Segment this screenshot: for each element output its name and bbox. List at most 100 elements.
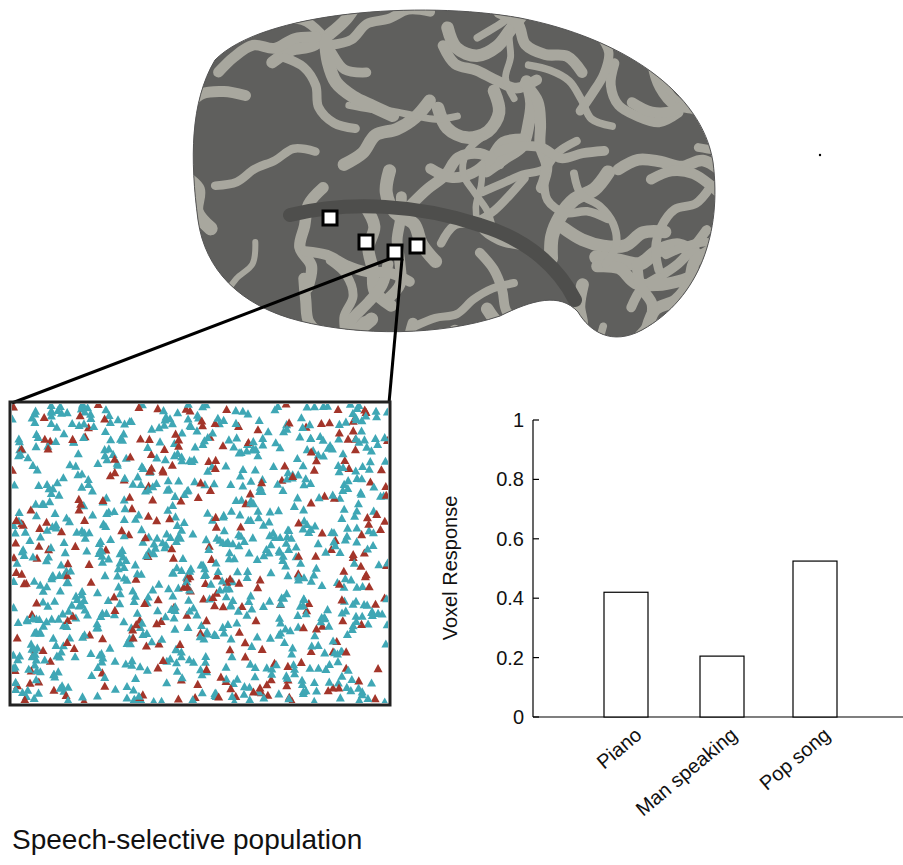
tick-label: 0.2: [496, 648, 524, 668]
neuron-teal: [302, 609, 311, 617]
neuron-teal: [329, 537, 338, 545]
neuron-teal: [381, 457, 388, 465]
neuron-teal: [226, 480, 235, 488]
neuron-teal: [266, 634, 275, 642]
neuron-teal: [210, 479, 219, 487]
neuron-teal: [380, 433, 388, 441]
neuron-teal: [234, 607, 243, 615]
neuron-teal: [55, 491, 64, 499]
neuron-red: [312, 456, 321, 464]
voxel-marker: [410, 239, 424, 253]
neuron-teal: [187, 422, 196, 430]
neuron-teal: [110, 507, 119, 515]
sulcus-pattern: [712, 305, 816, 324]
neuron-teal: [201, 570, 210, 578]
neuron-teal: [166, 533, 175, 541]
neuron-red: [152, 619, 161, 627]
neuron-teal: [173, 408, 182, 416]
sulcus-pattern: [208, 242, 256, 338]
neuron-teal: [357, 427, 366, 435]
neuron-red: [211, 456, 220, 464]
inflated-cortex: [127, 0, 815, 422]
neuron-red: [171, 430, 180, 438]
neuron-teal: [84, 475, 93, 483]
panel-caption: Speech-selective population: [12, 826, 362, 854]
neuron-red: [307, 498, 316, 506]
neuron-teal: [351, 434, 360, 442]
sulcus-pattern: [325, 40, 392, 115]
tick-label: 1: [513, 410, 524, 430]
neuron-teal: [382, 594, 388, 602]
neuron-teal: [206, 580, 215, 588]
neuron-teal: [32, 628, 41, 636]
neuron-teal: [57, 561, 66, 569]
neuron-teal: [32, 675, 41, 683]
sulcus-pattern: [218, 37, 316, 72]
neuron-teal: [202, 627, 211, 635]
neuron-teal: [294, 575, 303, 583]
neuron-teal: [230, 697, 239, 703]
neuron-red: [160, 445, 169, 453]
neuron-teal: [133, 569, 142, 577]
neuron-teal: [248, 533, 257, 541]
neuron-teal: [213, 414, 222, 422]
neuron-red: [183, 582, 192, 590]
neuron-teal: [228, 692, 237, 700]
neuron-teal: [298, 676, 307, 684]
sulcus-pattern: [655, 18, 694, 108]
neuron-red: [12, 538, 20, 546]
neuron-teal: [275, 614, 284, 622]
neuron-teal: [357, 474, 366, 482]
neuron-teal: [166, 414, 175, 422]
neuron-teal: [283, 526, 292, 534]
neuron-teal: [219, 513, 228, 521]
neuron-teal: [168, 591, 177, 599]
neuron-teal: [274, 689, 283, 697]
neuron-teal: [128, 480, 137, 488]
neuron-teal: [170, 613, 179, 621]
neuron-teal: [229, 442, 238, 450]
neuron-teal: [265, 517, 274, 525]
neuron-teal: [101, 571, 110, 579]
neuron-teal: [83, 611, 92, 619]
neuron-red: [194, 493, 203, 501]
neuron-teal: [276, 533, 285, 541]
neuron-red: [196, 478, 205, 486]
neuron-red: [17, 444, 26, 452]
y-tick: [533, 657, 539, 658]
neuron-teal: [142, 551, 151, 559]
neuron-red: [110, 468, 119, 476]
neuron-teal: [336, 693, 345, 701]
neuron-teal: [30, 577, 39, 585]
neuron-teal: [93, 459, 102, 467]
neuron-teal: [235, 448, 244, 456]
neuron-red: [363, 513, 372, 521]
neuron-red: [226, 684, 235, 692]
neuron-teal: [51, 437, 60, 445]
neuron-teal: [212, 559, 221, 567]
neuron-teal: [342, 532, 351, 540]
neuron-teal: [346, 686, 355, 694]
neuron-teal: [339, 463, 348, 471]
neuron-teal: [185, 655, 194, 663]
neuron-red: [57, 527, 66, 535]
neuron-red: [257, 478, 266, 486]
neuron-teal: [273, 404, 282, 410]
neuron-teal: [319, 404, 328, 410]
cortex-outline: [193, 10, 715, 337]
neuron-teal: [21, 528, 30, 536]
tick-label: 0: [513, 707, 524, 727]
neuron-teal: [346, 404, 355, 408]
neuron-teal: [171, 602, 180, 610]
neuron-teal: [43, 526, 52, 534]
neuron-teal: [340, 505, 349, 513]
neuron-teal: [51, 509, 60, 517]
neuron-red: [12, 516, 21, 524]
neuron-teal: [202, 535, 211, 543]
neuron-teal: [93, 588, 102, 596]
neuron-teal: [258, 434, 267, 442]
neuron-teal: [352, 415, 361, 423]
neuron-teal: [80, 630, 89, 638]
y-tick: [533, 538, 539, 539]
neuron-teal: [142, 629, 151, 637]
